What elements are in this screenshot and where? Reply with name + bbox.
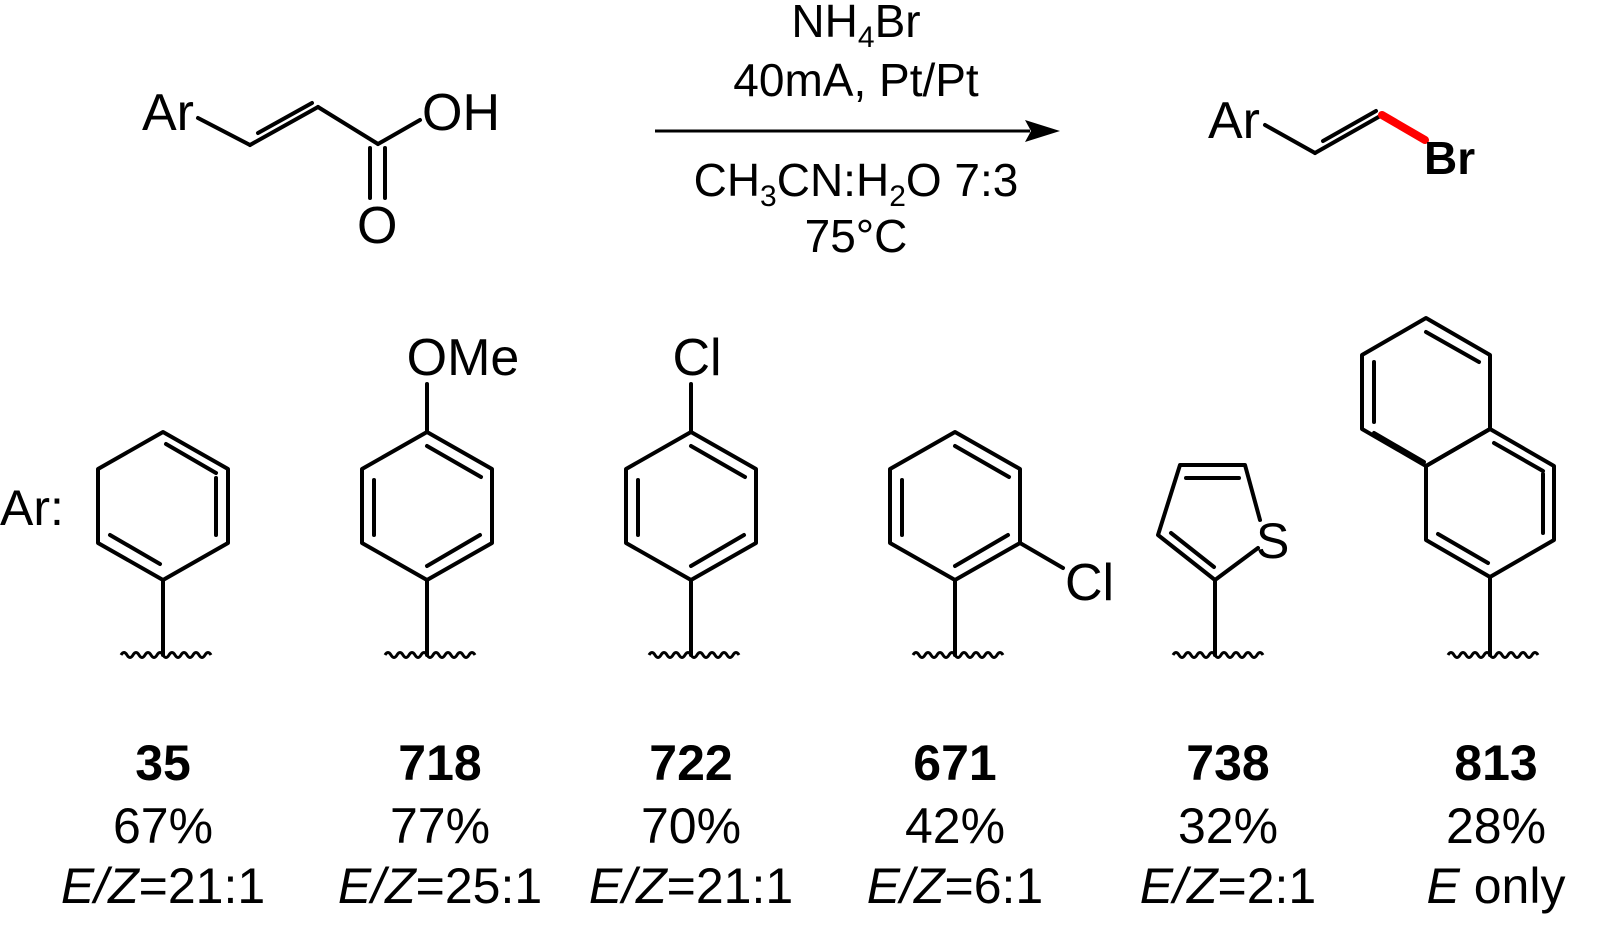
compound-label-671: 671 42% E/Z=6:1	[867, 735, 1044, 914]
ring-double-bond	[689, 444, 747, 479]
reactant-alkene-inner	[256, 101, 314, 135]
compound-yield: 28%	[1446, 798, 1546, 854]
ring-naphthalene-top	[1360, 316, 1492, 468]
ring-double-bond	[108, 533, 162, 566]
compound-yield: 70%	[641, 798, 741, 854]
compound-number: 671	[913, 735, 996, 791]
wavy-bond-mark	[647, 651, 741, 659]
condition-solvent: CH3CN:H2O 7:3	[694, 154, 1019, 213]
product-bond-ar	[1263, 123, 1317, 155]
substituent-cl-label: Cl	[1065, 554, 1114, 612]
compound-yield: 42%	[905, 798, 1005, 854]
compound-number: 35	[135, 735, 191, 791]
structure-2-naphthyl	[1360, 316, 1556, 659]
structure-4-methoxyphenyl: OMe	[360, 329, 520, 659]
ring-double-bond	[953, 444, 1011, 479]
ring-double-bond	[953, 533, 1010, 568]
ring-double-bond	[425, 533, 482, 568]
product-alkene	[1313, 113, 1384, 155]
structure-4-chlorophenyl: Cl	[624, 329, 758, 659]
ring-thiophene	[1156, 463, 1262, 582]
ring-double-bond	[164, 442, 218, 475]
compound-selectivity: E only	[1427, 858, 1566, 914]
ring-double-bond	[689, 533, 746, 568]
reactant-bond-ar	[196, 116, 252, 147]
ring-double-bond	[425, 444, 483, 479]
ring-benzene	[888, 430, 1022, 582]
reactant-oh-label: OH	[422, 84, 500, 142]
reactant-alkene	[248, 105, 320, 147]
compound-selectivity: E/Z=25:1	[338, 858, 542, 914]
reaction-conditions: NH4Br 40mA, Pt/Pt CH3CN:H2O 7:3 75°C	[655, 0, 1060, 262]
reactant-bond-oh	[376, 118, 422, 146]
ring-double-bond	[1169, 531, 1216, 569]
ring-double-bond	[1424, 330, 1481, 364]
compound-yield: 67%	[113, 798, 213, 854]
compound-label-718: 718 77% E/Z=25:1	[338, 735, 542, 914]
wavy-bond-mark	[119, 651, 213, 659]
compound-number: 738	[1186, 735, 1269, 791]
ring-double-bond	[1372, 431, 1426, 464]
wavy-bond-mark	[911, 651, 1005, 659]
wavy-bond-mark	[1171, 651, 1265, 659]
compound-number: 718	[398, 735, 481, 791]
compound-label-813: 813 28% E only	[1427, 735, 1566, 914]
ring-benzene	[624, 430, 758, 582]
product-br-label: Br	[1424, 132, 1475, 184]
product-alkene-inner	[1321, 109, 1378, 143]
ring-double-bond	[1436, 532, 1490, 565]
substituent-bond	[1018, 541, 1065, 570]
compound-label-738: 738 32% E/Z=2:1	[1140, 735, 1317, 914]
compound-selectivity: E/Z=6:1	[867, 858, 1044, 914]
ar-prefix-label: Ar:	[0, 480, 64, 536]
product-structure: Ar Br	[1208, 92, 1475, 184]
condition-current-electrodes: 40mA, Pt/Pt	[733, 54, 979, 106]
ring-benzene	[360, 430, 494, 582]
structure-2-thienyl: S	[1156, 463, 1289, 659]
ring-benzene	[96, 430, 230, 582]
condition-reagent: NH4Br	[791, 0, 920, 54]
reactant-ar-label: Ar	[142, 84, 194, 142]
compound-yield: 32%	[1178, 798, 1278, 854]
structure-2-chlorophenyl: Cl	[888, 430, 1114, 659]
ring-naphthalene-bottom	[1424, 427, 1556, 579]
compound-selectivity: E/Z=21:1	[589, 858, 793, 914]
reactant-o-label: O	[357, 197, 397, 255]
substituent-ome-label: OMe	[407, 329, 520, 387]
product-ar-label: Ar	[1208, 92, 1260, 150]
reactant-structure: Ar OH O	[142, 84, 500, 255]
compound-selectivity: E/Z=21:1	[61, 858, 265, 914]
condition-temperature: 75°C	[805, 210, 908, 262]
compound-number: 813	[1454, 735, 1537, 791]
compound-label-722: 722 70% E/Z=21:1	[589, 735, 793, 914]
reaction-arrow-head	[1025, 120, 1060, 142]
compound-selectivity: E/Z=2:1	[1140, 858, 1317, 914]
wavy-bond-mark	[1446, 651, 1540, 659]
heteroatom-s-label: S	[1256, 513, 1289, 569]
compound-label-35: 35 67% E/Z=21:1	[61, 735, 265, 914]
ring-double-bond	[1492, 441, 1545, 473]
product-bond-br	[1378, 111, 1429, 144]
structure-phenyl	[96, 430, 230, 659]
wavy-bond-mark	[383, 651, 477, 659]
compound-number: 722	[649, 735, 732, 791]
compound-yield: 77%	[390, 798, 490, 854]
reactant-bond-carbonyl	[316, 105, 380, 146]
substituent-cl-label: Cl	[672, 329, 721, 387]
